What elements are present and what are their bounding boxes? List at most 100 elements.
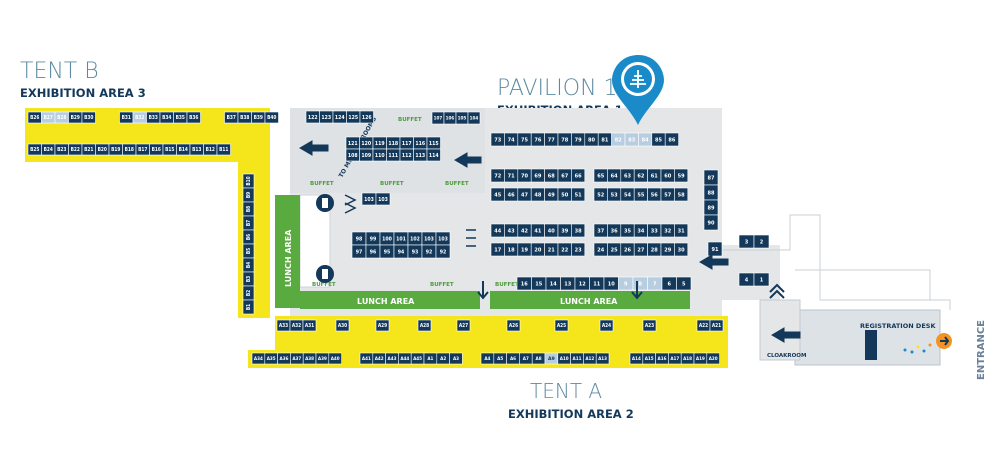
booth-8[interactable]: 8: [632, 276, 648, 291]
booth-A37[interactable]: A37: [290, 352, 304, 365]
booth-44[interactable]: 44: [490, 223, 505, 238]
booth-119[interactable]: 119: [372, 136, 387, 150]
booth-B16[interactable]: B16: [149, 143, 164, 156]
booth-90[interactable]: 90: [703, 214, 719, 231]
booth-51[interactable]: 51: [571, 187, 586, 202]
booth-110[interactable]: 110: [372, 148, 387, 162]
booth-34[interactable]: 34: [633, 223, 648, 238]
booth-A36[interactable]: A36: [277, 352, 291, 365]
booth-13[interactable]: 13: [560, 276, 576, 291]
booth-B12[interactable]: B12: [203, 143, 218, 156]
booth-22[interactable]: 22: [557, 242, 572, 257]
booth-45[interactable]: 45: [490, 187, 505, 202]
booth-65[interactable]: 65: [593, 168, 608, 183]
booth-A44[interactable]: A44: [398, 352, 412, 365]
booth-106[interactable]: 106: [443, 111, 457, 125]
booth-101[interactable]: 101: [393, 231, 409, 246]
booth-A24[interactable]: A24: [599, 319, 614, 332]
booth-56[interactable]: 56: [647, 187, 662, 202]
booth-41[interactable]: 41: [530, 223, 545, 238]
booth-15[interactable]: 15: [531, 276, 547, 291]
booth-A20[interactable]: A20: [706, 352, 720, 365]
booth-A6[interactable]: A6: [506, 352, 520, 365]
booth-109[interactable]: 109: [359, 148, 374, 162]
booth-A18[interactable]: A18: [680, 352, 695, 365]
booth-105[interactable]: 105: [455, 111, 469, 125]
booth-A22[interactable]: A22: [696, 319, 711, 332]
booth-64[interactable]: 64: [607, 168, 622, 183]
booth-12[interactable]: 12: [574, 276, 590, 291]
booth-B31[interactable]: B31: [119, 111, 134, 124]
booth-89[interactable]: 89: [703, 199, 719, 216]
booth-79[interactable]: 79: [571, 132, 586, 147]
booth-A43[interactable]: A43: [385, 352, 399, 365]
booth-B34[interactable]: B34: [159, 111, 174, 124]
booth-A32[interactable]: A32: [289, 319, 304, 332]
booth-29[interactable]: 29: [660, 242, 675, 257]
booth-A4[interactable]: A4: [480, 352, 495, 365]
booth-120[interactable]: 120: [359, 136, 374, 150]
booth-46[interactable]: 46: [504, 187, 519, 202]
booth-16[interactable]: 16: [516, 276, 532, 291]
booth-67[interactable]: 67: [557, 168, 572, 183]
booth-62[interactable]: 62: [633, 168, 648, 183]
booth-A28[interactable]: A28: [417, 319, 432, 332]
booth-A13[interactable]: A13: [595, 352, 610, 365]
booth-A10[interactable]: A10: [557, 352, 571, 365]
booth-103[interactable]: 103: [421, 231, 437, 246]
booth-B29[interactable]: B29: [68, 111, 83, 124]
booth-B11[interactable]: B11: [216, 143, 231, 156]
booth-73[interactable]: 73: [490, 132, 505, 147]
booth-A12[interactable]: A12: [583, 352, 597, 365]
booth-B19[interactable]: B19: [108, 143, 123, 156]
booth-35[interactable]: 35: [620, 223, 635, 238]
booth-B13[interactable]: B13: [189, 143, 204, 156]
booth-47[interactable]: 47: [517, 187, 532, 202]
booth-118[interactable]: 118: [386, 136, 401, 150]
booth-74[interactable]: 74: [504, 132, 519, 147]
booth-78[interactable]: 78: [557, 132, 572, 147]
booth-125[interactable]: 125: [346, 110, 361, 124]
booth-B1[interactable]: B1: [242, 299, 255, 315]
booth-A34[interactable]: A34: [251, 352, 266, 365]
booth-50[interactable]: 50: [557, 187, 572, 202]
booth-83[interactable]: 83: [624, 132, 639, 147]
booth-25[interactable]: 25: [607, 242, 622, 257]
booth-10[interactable]: 10: [603, 276, 619, 291]
booth-53[interactable]: 53: [607, 187, 622, 202]
booth-31[interactable]: 31: [674, 223, 689, 238]
booth-95[interactable]: 95: [379, 244, 395, 259]
booth-33[interactable]: 33: [647, 223, 662, 238]
booth-99[interactable]: 99: [365, 231, 381, 246]
booth-54[interactable]: 54: [620, 187, 635, 202]
booth-A15[interactable]: A15: [642, 352, 656, 365]
booth-A35[interactable]: A35: [264, 352, 278, 365]
booth-A19[interactable]: A19: [693, 352, 708, 365]
booth-108[interactable]: 108: [345, 148, 360, 162]
booth-48[interactable]: 48: [530, 187, 545, 202]
booth-55[interactable]: 55: [633, 187, 648, 202]
booth-A30[interactable]: A30: [335, 319, 350, 332]
booth-A38[interactable]: A38: [302, 352, 317, 365]
booth-B27[interactable]: B27: [41, 111, 56, 124]
booth-A8[interactable]: A8: [531, 352, 546, 365]
booth-B24[interactable]: B24: [41, 143, 56, 156]
booth-91[interactable]: 91: [707, 241, 723, 257]
booth-2[interactable]: 2: [753, 234, 770, 249]
booth-68[interactable]: 68: [544, 168, 559, 183]
booth-B6[interactable]: B6: [242, 229, 255, 245]
booth-B15[interactable]: B15: [162, 143, 177, 156]
booth-113[interactable]: 113: [413, 148, 428, 162]
booth-B18[interactable]: B18: [122, 143, 137, 156]
booth-18[interactable]: 18: [504, 242, 519, 257]
booth-103[interactable]: 103: [361, 192, 377, 206]
booth-A21[interactable]: A21: [709, 319, 724, 332]
booth-23[interactable]: 23: [571, 242, 586, 257]
booth-107[interactable]: 107: [431, 111, 445, 125]
booth-B28[interactable]: B28: [54, 111, 69, 124]
booth-43[interactable]: 43: [504, 223, 519, 238]
booth-A40[interactable]: A40: [328, 352, 342, 365]
booth-103[interactable]: 103: [435, 231, 451, 246]
booth-57[interactable]: 57: [660, 187, 675, 202]
booth-B14[interactable]: B14: [176, 143, 191, 156]
